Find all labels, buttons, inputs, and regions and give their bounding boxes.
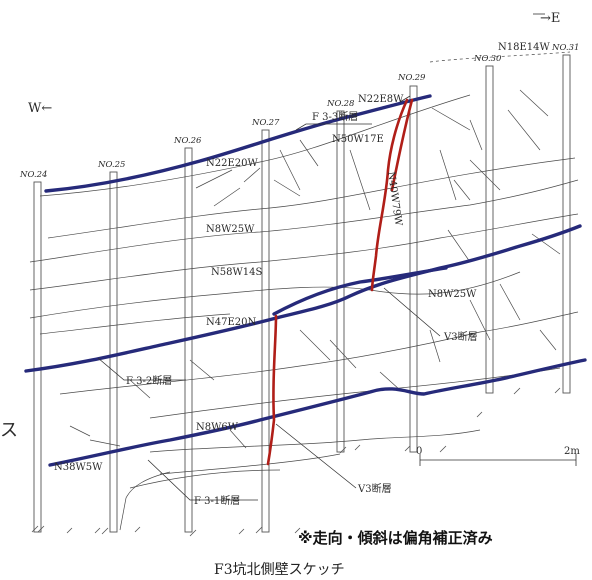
orient-n47e20n: N47E20N: [206, 317, 256, 328]
scale-end: 2m: [564, 446, 580, 457]
label-no25: NO.25: [97, 160, 125, 170]
fault-f32: [24, 224, 582, 373]
orient-n8w25w-right: N8W25W: [428, 289, 477, 300]
correction-note: ※走向・傾斜は偏角補正済み: [298, 529, 493, 547]
label-f32: F 3-2断層: [126, 374, 172, 387]
label-no24: NO.24: [19, 170, 47, 180]
veins: [266, 98, 414, 466]
label-no27: NO.27: [251, 118, 280, 128]
label-v3-lower: V3断層: [357, 482, 392, 495]
label-f31: F 3-1断層: [194, 494, 240, 507]
faults: [24, 94, 587, 467]
side-character: ス: [0, 420, 18, 441]
west-label: W←: [28, 101, 52, 116]
scale-zero: 0: [416, 446, 422, 457]
label-no28: NO.28: [326, 99, 355, 109]
orient-n8w6w: N8W6W: [196, 422, 239, 433]
label-no29: NO.29: [397, 73, 426, 83]
figure-caption: F3坑北側壁スケッチ: [214, 562, 345, 578]
fault-f31: [48, 358, 587, 467]
post-no24: [33, 181, 42, 533]
post-no25: [109, 171, 118, 533]
vein-v3-upper-branch: [390, 98, 414, 192]
orient-n40w79w: N40W79W: [385, 171, 404, 227]
ground-ticks: [31, 387, 561, 537]
orient-n38w5w: N38W5W: [54, 462, 103, 473]
fault-f32-branch: [272, 266, 448, 316]
orient-n8w25w-upper: N8W25W: [206, 224, 255, 235]
label-no26: NO.26: [173, 136, 202, 146]
scale-bar: [419, 454, 577, 466]
label-no30: NO.30: [473, 54, 502, 64]
orient-n58w14s: N58W14S: [211, 267, 262, 278]
joint-lines: [29, 51, 579, 489]
orient-n22e20w: N22E20W: [206, 158, 258, 169]
orient-n50w17e: N50W17E: [332, 134, 384, 145]
orient-n18e14w: N18E14W: [498, 42, 550, 53]
east-label: →E: [540, 11, 560, 26]
post-no29: [409, 85, 418, 453]
label-f33: F 3-3断層: [312, 110, 358, 123]
leader-lines: [97, 95, 441, 501]
fault-f33: [44, 94, 432, 193]
label-no31: NO.31: [551, 43, 579, 53]
post-no27: [261, 129, 270, 533]
orient-n22e8w: N22E8W: [358, 94, 404, 105]
vein-v3-lower: [266, 314, 278, 466]
label-v3-upper: V3断層: [443, 330, 478, 343]
post-no31: [562, 54, 571, 394]
vein-v3-upper: [370, 98, 409, 292]
